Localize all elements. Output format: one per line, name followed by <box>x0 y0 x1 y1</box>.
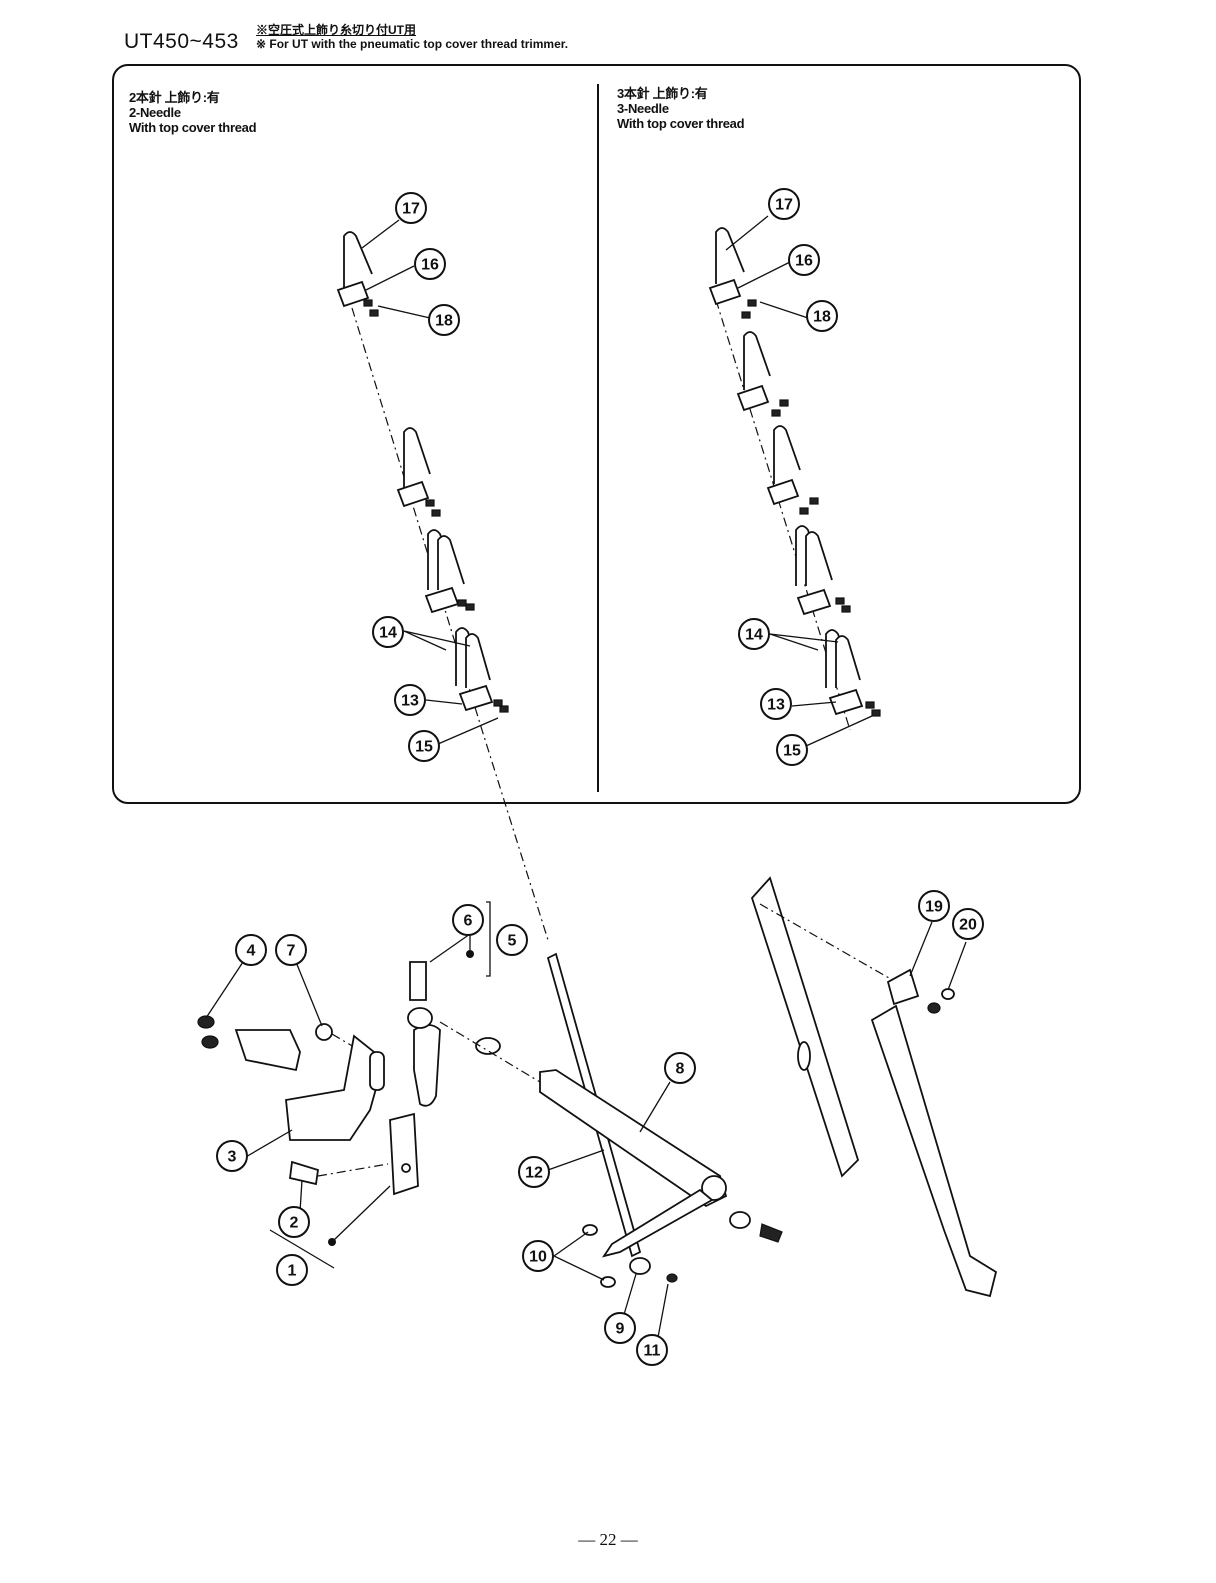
svg-text:8: 8 <box>676 1061 685 1078</box>
lower-assembly <box>198 878 996 1296</box>
callout-13-left: 13 <box>395 685 425 715</box>
callout-9: 9 <box>605 1313 635 1343</box>
callout-15-right: 15 <box>777 735 807 765</box>
callout-16-right: 16 <box>789 245 819 275</box>
callout-19: 19 <box>919 891 949 921</box>
svg-text:13: 13 <box>401 693 419 710</box>
svg-text:18: 18 <box>435 313 453 330</box>
callout-6: 6 <box>453 905 483 935</box>
callout-20: 20 <box>953 909 983 939</box>
callout-13-right: 13 <box>761 689 791 719</box>
svg-text:19: 19 <box>925 899 943 916</box>
svg-text:15: 15 <box>415 739 433 756</box>
svg-text:4: 4 <box>247 943 256 960</box>
callout-2: 2 <box>279 1207 309 1237</box>
svg-text:16: 16 <box>421 257 439 274</box>
svg-text:15: 15 <box>783 743 801 760</box>
svg-text:17: 17 <box>775 197 793 214</box>
svg-text:5: 5 <box>508 933 517 950</box>
callout-17-left: 17 <box>396 193 426 223</box>
svg-text:12: 12 <box>525 1165 543 1182</box>
svg-text:3: 3 <box>228 1149 237 1166</box>
svg-text:17: 17 <box>402 201 420 218</box>
svg-text:16: 16 <box>795 253 813 270</box>
callout-10: 10 <box>523 1241 553 1271</box>
callout-18-left: 18 <box>429 305 459 335</box>
callout-15-left: 15 <box>409 731 439 761</box>
svg-text:6: 6 <box>464 913 473 930</box>
svg-text:20: 20 <box>959 917 977 934</box>
left-guide-stack <box>338 232 548 940</box>
right-guide-stack <box>710 228 880 730</box>
callout-17-right: 17 <box>769 189 799 219</box>
callout-12: 12 <box>519 1157 549 1187</box>
callout-18-right: 18 <box>807 301 837 331</box>
callout-4: 4 <box>236 935 266 965</box>
callout-11: 11 <box>637 1335 667 1365</box>
callout-14-right: 14 <box>739 619 769 649</box>
svg-text:9: 9 <box>616 1321 625 1338</box>
leader-lines <box>206 216 966 1348</box>
svg-text:14: 14 <box>745 627 763 644</box>
callout-3: 3 <box>217 1141 247 1171</box>
callout-7: 7 <box>276 935 306 965</box>
svg-text:18: 18 <box>813 309 831 326</box>
callout-5: 5 <box>497 925 527 955</box>
svg-text:14: 14 <box>379 625 397 642</box>
page-number: — 22 — <box>0 1530 1216 1550</box>
svg-text:2: 2 <box>290 1215 299 1232</box>
callout-14-left: 14 <box>373 617 403 647</box>
svg-text:13: 13 <box>767 697 785 714</box>
callout-8: 8 <box>665 1053 695 1083</box>
callout-1: 1 <box>277 1255 307 1285</box>
svg-text:1: 1 <box>288 1263 297 1280</box>
svg-text:7: 7 <box>287 943 296 960</box>
svg-text:11: 11 <box>644 1343 661 1360</box>
callout-16-left: 16 <box>415 249 445 279</box>
svg-text:10: 10 <box>529 1249 547 1266</box>
